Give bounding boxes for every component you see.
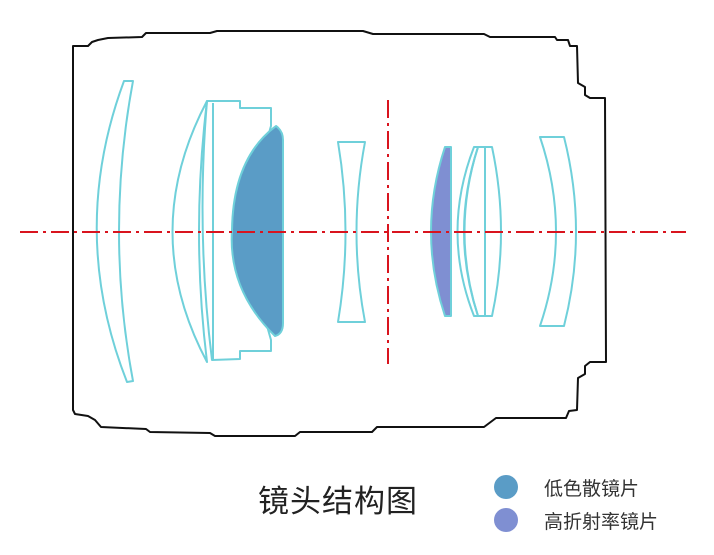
legend-item-high-refractive-index: 高折射率镜片	[494, 507, 658, 533]
lens-element-1	[95, 80, 134, 383]
lens-diagram-svg	[20, 30, 686, 437]
legend-item-low-dispersion: 低色散镜片	[494, 474, 639, 500]
legend-label-low-dispersion: 低色散镜片	[544, 477, 640, 500]
legend-label-high-refractive-index: 高折射率镜片	[544, 510, 659, 533]
lens-element-5	[337, 141, 366, 323]
diagram-caption: 镜头结构图	[258, 484, 418, 520]
lens-element-9	[539, 136, 577, 327]
lens-housing-outline	[72, 30, 607, 437]
low-dispersion-lens	[230, 125, 284, 337]
legend-dot-low-dispersion	[494, 475, 518, 499]
legend-dot-high-refractive-index	[494, 508, 518, 532]
lens-element-8	[463, 146, 502, 317]
lens-element-2	[171, 100, 208, 363]
